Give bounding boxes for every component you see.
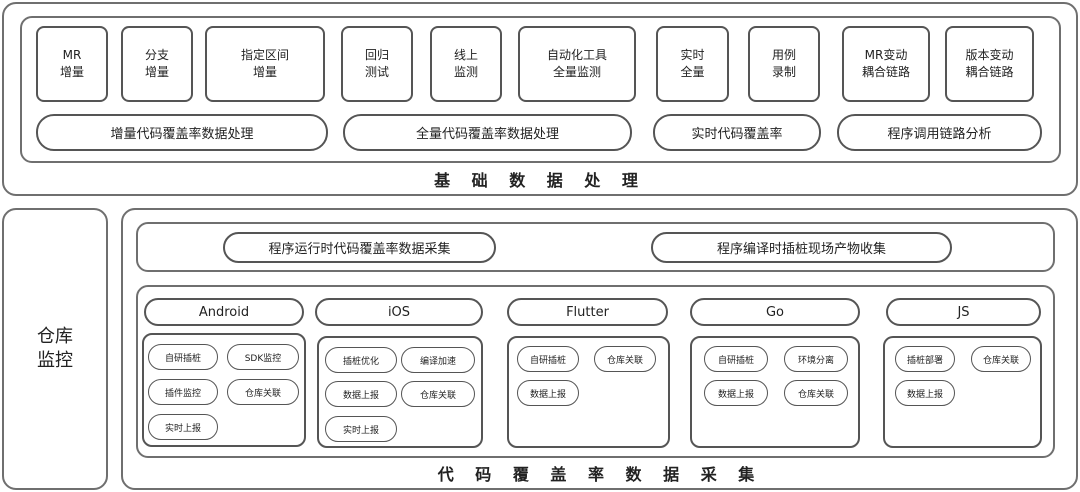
tile-mr-increment: MR 增量 [36,26,108,102]
tile-regression-test: 回归 测试 [341,26,413,102]
flutter-item-self-instrument: 自研插桩 [517,346,579,372]
ios-item-compile-speedup: 编译加速 [401,347,475,373]
flutter-item-data-report: 数据上报 [517,380,579,406]
basic-section-title: 基 础 数 据 处 理 [434,171,646,190]
android-item-repo-link: 仓库关联 [227,379,299,405]
tile-branch-increment: 分支 增量 [121,26,193,102]
bar-full-coverage: 全量代码覆盖率数据处理 [343,114,632,151]
android-item-realtime-report: 实时上报 [148,414,218,440]
ios-item-repo-link: 仓库关联 [401,381,475,407]
bar-compile-collect: 程序编译时插桩现场产物收集 [651,232,952,263]
bar-realtime-coverage: 实时代码覆盖率 [653,114,821,151]
tile-realtime-full: 实时 全量 [656,26,729,102]
flutter-item-repo-link: 仓库关联 [594,346,656,372]
js-item-repo-link: 仓库关联 [971,346,1031,372]
bar-call-chain-analysis: 程序调用链路分析 [837,114,1042,151]
ios-item-data-report: 数据上报 [325,381,397,407]
go-item-self-instrument: 自研插桩 [704,346,768,372]
repo-monitor-label: 仓库 监控 [37,326,73,371]
platform-flutter-header: Flutter [507,298,668,326]
js-item-data-report: 数据上报 [895,380,955,406]
repo-monitor-section [2,208,108,490]
collect-section-title: 代 码 覆 盖 率 数 据 采 集 [437,465,763,484]
js-item-instrument-deploy: 插桩部署 [895,346,955,372]
platform-go-header: Go [690,298,860,326]
tile-case-record: 用例 录制 [748,26,820,102]
android-item-sdk-monitor: SDK监控 [227,344,299,370]
go-item-data-report: 数据上报 [704,380,768,406]
tile-online-monitor: 线上 监测 [430,26,502,102]
ios-item-realtime-report: 实时上报 [325,416,397,442]
tile-version-coupling: 版本变动 耦合链路 [945,26,1034,102]
bar-runtime-collect: 程序运行时代码覆盖率数据采集 [223,232,496,263]
ios-item-instrument-optimize: 插桩优化 [325,347,397,373]
platform-ios-header: iOS [315,298,483,326]
tile-mr-coupling: MR变动 耦合链路 [842,26,930,102]
tile-auto-tool-full: 自动化工具 全量监测 [518,26,636,102]
go-item-repo-link: 仓库关联 [784,380,848,406]
platform-js-header: JS [886,298,1041,326]
go-item-env-separation: 环境分离 [784,346,848,372]
android-item-plugin-monitor: 插件监控 [148,379,218,405]
android-item-self-instrument: 自研插桩 [148,344,218,370]
platform-android-header: Android [144,298,304,326]
tile-range-increment: 指定区间 增量 [205,26,325,102]
bar-incremental-coverage: 增量代码覆盖率数据处理 [36,114,328,151]
